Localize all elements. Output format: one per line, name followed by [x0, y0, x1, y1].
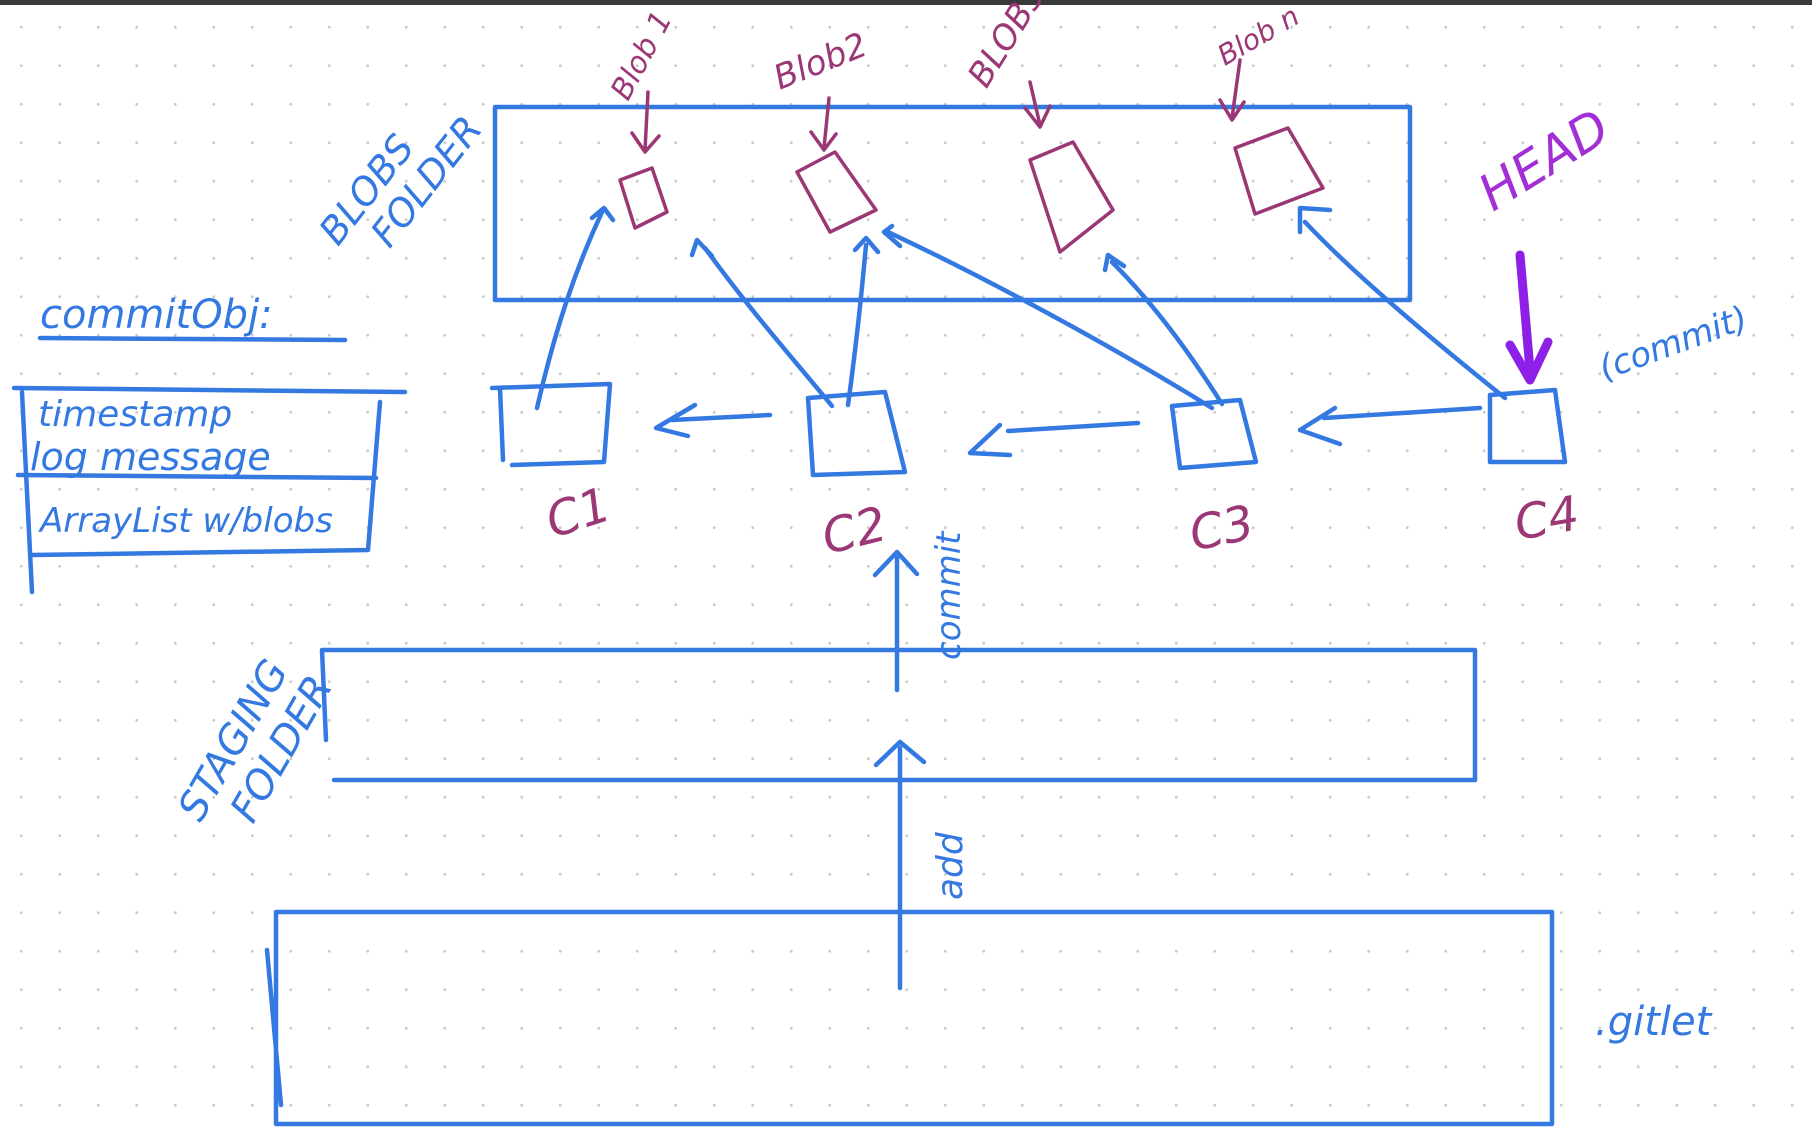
blob-shape-2	[795, 150, 878, 234]
pointer-c1-to-blob1	[534, 205, 616, 411]
commit-box-c3	[1169, 397, 1259, 471]
blob-label-3: BLOB3	[960, 0, 1054, 94]
svg-text:Blob n: Blob n	[1212, 0, 1305, 72]
svg-text:commit: commit	[929, 530, 969, 660]
blob-pointer-3	[1023, 80, 1052, 129]
add-flow-arrow	[873, 739, 927, 991]
blob-shape-1	[618, 166, 669, 230]
commit-label-c2: C2	[817, 496, 893, 566]
commit-box-c2	[805, 389, 908, 478]
blob-label-2: Blob2	[768, 25, 873, 98]
blobs-folder-label: BLOBS FOLDER	[310, 108, 490, 255]
svg-text:add: add	[930, 831, 971, 900]
svg-text:BLOB3: BLOB3	[960, 0, 1054, 94]
blob-shape-3	[1028, 140, 1115, 254]
commit-object-title: commitObj:	[40, 292, 273, 338]
add-flow-label: add	[930, 831, 971, 900]
commit-object-box	[11, 385, 408, 595]
blobs-folder-box	[492, 104, 1413, 303]
commit-annotation: (commit)	[1594, 298, 1753, 389]
pointer-c2-to-blob2	[845, 235, 881, 408]
commit-label-c4: C4	[1510, 486, 1583, 552]
svg-text:Blob 1: Blob 1	[604, 6, 679, 106]
commit-box-c1	[489, 381, 613, 468]
commit-object-field-arraylist: ArrayList w/blobs	[38, 501, 333, 541]
commit-object-divider	[15, 472, 379, 481]
blob-label-1: Blob 1	[604, 6, 679, 106]
staging-folder-label: STAGING FOLDER	[169, 652, 342, 830]
parent-arrow-c2-to-c1	[653, 402, 773, 439]
window-top-bar	[0, 0, 1812, 5]
gitlet-box	[264, 909, 1555, 1127]
commit-object-field-timestamp: timestamp	[38, 394, 232, 435]
commit-object-title-underline	[37, 335, 348, 343]
commit-flow-label: commit	[929, 530, 969, 660]
svg-text:(commit): (commit)	[1594, 298, 1753, 389]
head-pointer-arrow	[1505, 250, 1553, 385]
parent-arrow-c3-to-c2	[967, 420, 1141, 458]
commit-flow-arrow	[872, 549, 920, 693]
head-label: HEAD	[1468, 98, 1619, 222]
blob-label-n: Blob n	[1212, 0, 1305, 72]
blob-shape-n	[1233, 126, 1325, 216]
blob-pointer-1	[630, 90, 661, 154]
pointer-c3-to-blob3	[1102, 252, 1225, 407]
parent-arrow-c4-to-c3	[1297, 405, 1483, 447]
pointer-c2-to-blob1	[689, 237, 835, 409]
commit-label-c3: C3	[1185, 495, 1259, 563]
gitlet-label: .gitlet	[1595, 999, 1713, 1045]
blob-pointer-n	[1218, 58, 1246, 122]
blob-pointer-2	[809, 96, 838, 152]
commit-box-c4	[1487, 387, 1568, 465]
commit-object-field-log-message: log message	[30, 435, 271, 479]
pointer-c4-to-blobn	[1297, 205, 1508, 401]
svg-text:HEAD: HEAD	[1468, 98, 1619, 222]
svg-text:Blob2: Blob2	[768, 25, 873, 98]
commit-label-c1: C1	[539, 477, 617, 550]
pointer-c3-to-blob2	[881, 223, 1215, 411]
